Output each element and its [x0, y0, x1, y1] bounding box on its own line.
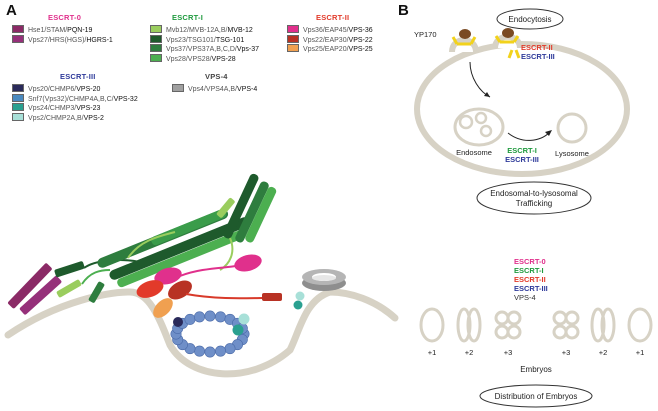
- stack-escrt-i: ESCRT-I: [514, 266, 544, 275]
- vps4-worm-name: VPS-4: [237, 86, 258, 93]
- endosome: [453, 107, 505, 147]
- embryos-label: Embryos: [520, 365, 552, 374]
- escrt1-worm-name: TSG-101: [215, 36, 245, 44]
- escrt2-legend-row: Vps25/EAP20/VPS-25: [287, 44, 373, 54]
- escrt2-legend-row: Vps36/EAP45/VPS-36: [287, 25, 373, 35]
- escrt3-aliases: Vps20/CHMP6/: [28, 86, 77, 93]
- escrt0-swatch: [12, 34, 24, 43]
- escrt2-aliases: Vps22/EAP30/: [303, 36, 349, 44]
- escrt1-swatch: [150, 44, 162, 52]
- escrt3-aliases: Vps24/CHMP3/: [28, 105, 77, 112]
- escrt2-swatch: [287, 25, 299, 33]
- escrt1-worm-name: MVB-12: [227, 27, 253, 34]
- escrt0-worm-name: PQN-19: [67, 27, 93, 34]
- escrt0-swatch: [12, 25, 24, 33]
- escrt1-title: ESCRT-I: [172, 13, 203, 22]
- lysosome-label: Lysosome: [555, 149, 589, 158]
- embryo-count-2: +2: [465, 348, 474, 357]
- embryo-row: [419, 307, 653, 343]
- escrt2-swatch: [287, 34, 299, 43]
- escrt2-worm-name: VPS-25: [348, 46, 373, 53]
- escrt0-aliases: Hse1/STAM/: [28, 27, 68, 34]
- trafficking-line2: Trafficking: [516, 199, 552, 208]
- escrt2-worm-name: VPS-22: [348, 36, 373, 44]
- escrt3-swatch: [12, 84, 24, 92]
- stack-escrt-0: ESCRT-0: [514, 257, 546, 266]
- panel-a-label: A: [6, 2, 17, 19]
- escrt3-aliases: Vps2/CHMP2A,B/: [28, 114, 84, 122]
- vps4-swatch: [172, 84, 184, 92]
- vps4-ring: [293, 269, 346, 310]
- escrt1-swatch: [150, 34, 162, 43]
- vps4-aliases: Vps4/VPS4A,B/: [188, 86, 238, 93]
- membrane: [4, 288, 399, 378]
- escrt3-legend-row: Vps24/CHMP3/VPS-23: [12, 103, 100, 113]
- escrt2-title: ESCRT-II: [316, 13, 350, 22]
- escrt2-complex: [136, 254, 282, 318]
- escrt2-worm-name: VPS-36: [348, 27, 373, 34]
- escrt1-aliases: Mvb12/MVB-12A,B/: [166, 27, 228, 34]
- top-escrt-iii: ESCRT-III: [521, 52, 555, 61]
- escrt0-worm-name: HGRS-1: [86, 36, 113, 44]
- escrt3-aliases: Snf7(Vps32)/CHMP4A,B,C/: [28, 95, 114, 103]
- escrt3-swatch: [12, 103, 24, 111]
- escrt0-title: ESCRT-0: [48, 13, 82, 22]
- trafficking-line1: Endosomal-to-lysosomal: [490, 189, 578, 198]
- escrt2-aliases: Vps25/EAP20/: [303, 46, 349, 53]
- escrt3-swatch: [12, 93, 24, 102]
- panel-b-label: B: [398, 2, 409, 19]
- escrt1-swatch: [150, 53, 162, 62]
- embryo-count-1: +1: [428, 348, 437, 357]
- yp170-receptors: [451, 28, 521, 59]
- stack-vps-4: VPS-4: [514, 293, 536, 302]
- stack-escrt-iii: ESCRT-III: [514, 284, 548, 293]
- stack-escrt-ii: ESCRT-II: [514, 275, 546, 284]
- escrt3-legend-row: Snf7(Vps32)/CHMP4A,B,C/VPS-32: [12, 93, 138, 104]
- escrt3-title: ESCRT-III: [60, 72, 96, 81]
- escrt2-legend-row: Vps22/EAP30/VPS-22: [287, 34, 373, 45]
- escrt1-aliases: Vps28/VPS28/: [166, 55, 212, 63]
- embryo-count-5: +2: [599, 348, 608, 357]
- escrt3-swatch: [12, 112, 24, 121]
- embryo-count-4: +3: [562, 348, 571, 357]
- escrt3-worm-name: VPS-2: [83, 114, 104, 122]
- escrt3-worm-name: VPS-23: [76, 105, 101, 112]
- escrt1-aliases: Vps37/VPS37A,B,C,D/: [166, 46, 237, 53]
- embryo-count-3: +3: [504, 348, 513, 357]
- escrt1-aliases: Vps23/TSG101/: [166, 36, 216, 44]
- endocytosis-label: Endocytosis: [508, 15, 551, 24]
- escrt1-swatch: [150, 25, 162, 33]
- escrt1-worm-name: VPS-28: [211, 55, 236, 63]
- yp170-label: YP170: [414, 30, 437, 39]
- escrt0-legend-row: Vps27/HRS(HGS)/HGRS-1: [12, 34, 113, 45]
- distribution-label: Distribution of Embryos: [495, 392, 578, 401]
- escrt2-swatch: [287, 44, 299, 52]
- escrt0-complex: [8, 263, 62, 315]
- escrt0-legend-row: Hse1/STAM/PQN-19: [12, 25, 92, 35]
- mid-escrt-iii: ESCRT-III: [505, 155, 539, 164]
- escrt0-aliases: Vps27/HRS(HGS)/: [28, 36, 87, 44]
- escrt1-legend-row: Mvb12/MVB-12A,B/MVB-12: [150, 25, 253, 35]
- top-escrt-ii: ESCRT-II: [521, 43, 553, 52]
- vps4-legend-row: Vps4/VPS4A,B/VPS-4: [172, 84, 257, 94]
- escrt1-legend-row: Vps37/VPS37A,B,C,D/Vps-37: [150, 44, 259, 54]
- escrt3-worm-name: VPS-32: [113, 95, 138, 103]
- vps4-title: VPS-4: [205, 72, 228, 81]
- escrt1-legend-row: Vps23/TSG101/TSG-101: [150, 34, 245, 45]
- endosome-label: Endosome: [456, 148, 492, 157]
- escrt3-legend-row: Vps20/CHMP6/VPS-20: [12, 84, 100, 94]
- escrt1-legend-row: Vps28/VPS28/VPS-28: [150, 53, 236, 64]
- escrt1-complex: [88, 173, 277, 303]
- escrt3-worm-name: VPS-20: [76, 86, 101, 93]
- escrt2-aliases: Vps36/EAP45/: [303, 27, 349, 34]
- embryo-count-6: +1: [636, 348, 645, 357]
- escrt1-worm-name: Vps-37: [236, 46, 260, 53]
- escrt3-legend-row: Vps2/CHMP2A,B/VPS-2: [12, 112, 104, 123]
- mid-escrt-i: ESCRT-I: [507, 146, 537, 155]
